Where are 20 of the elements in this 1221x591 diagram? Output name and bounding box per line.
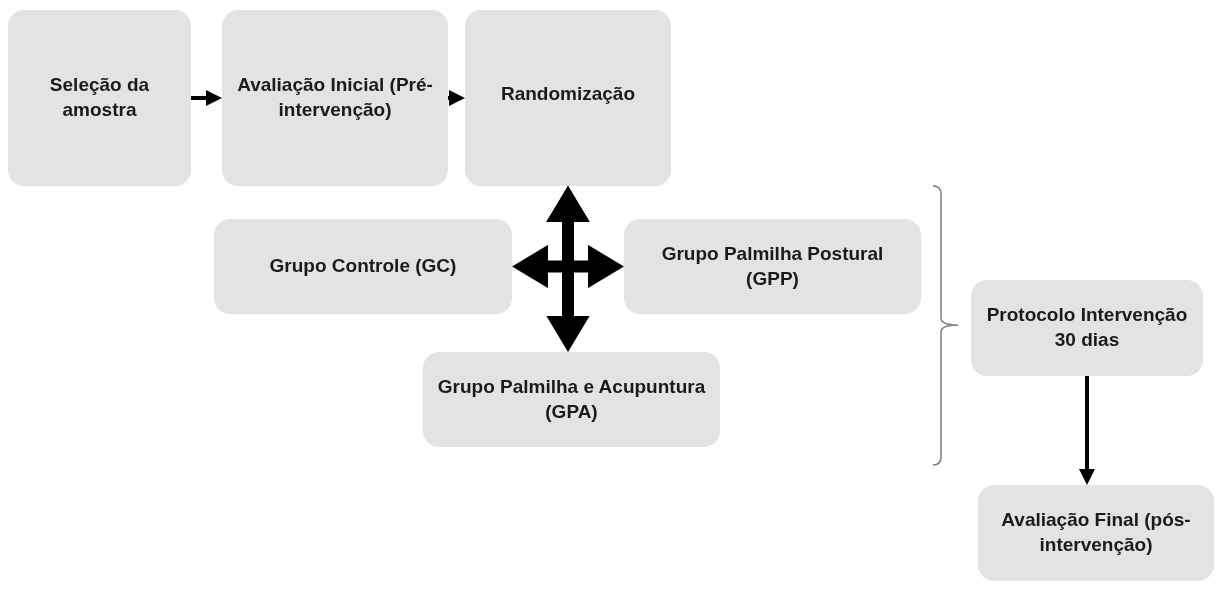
box-label: Grupo Palmilha Postural (GPP)	[660, 241, 885, 291]
process-box	[978, 485, 1214, 581]
arrow	[546, 186, 590, 352]
process-box	[971, 280, 1203, 376]
process-box	[8, 10, 191, 186]
arrow	[1079, 376, 1095, 485]
box-label: Grupo Palmilha e Acupuntura (GPA)	[436, 374, 707, 424]
process-box	[423, 352, 720, 447]
box-label: Seleção da amostra	[48, 73, 151, 122]
box-label: Grupo Controle (GC)	[269, 254, 457, 279]
process-box	[624, 219, 921, 314]
box-label: Avaliação Final (pós-intervenção)	[1000, 508, 1192, 557]
arrow	[448, 90, 465, 106]
arrow	[191, 90, 222, 106]
box-label: Avaliação Inicial (Pré-intervenção)	[236, 73, 434, 122]
process-box	[222, 10, 448, 186]
process-box	[465, 10, 671, 186]
process-box	[214, 219, 512, 314]
box-label: Randomização	[500, 82, 636, 106]
box-label: Protocolo Intervenção 30 dias	[985, 303, 1189, 352]
